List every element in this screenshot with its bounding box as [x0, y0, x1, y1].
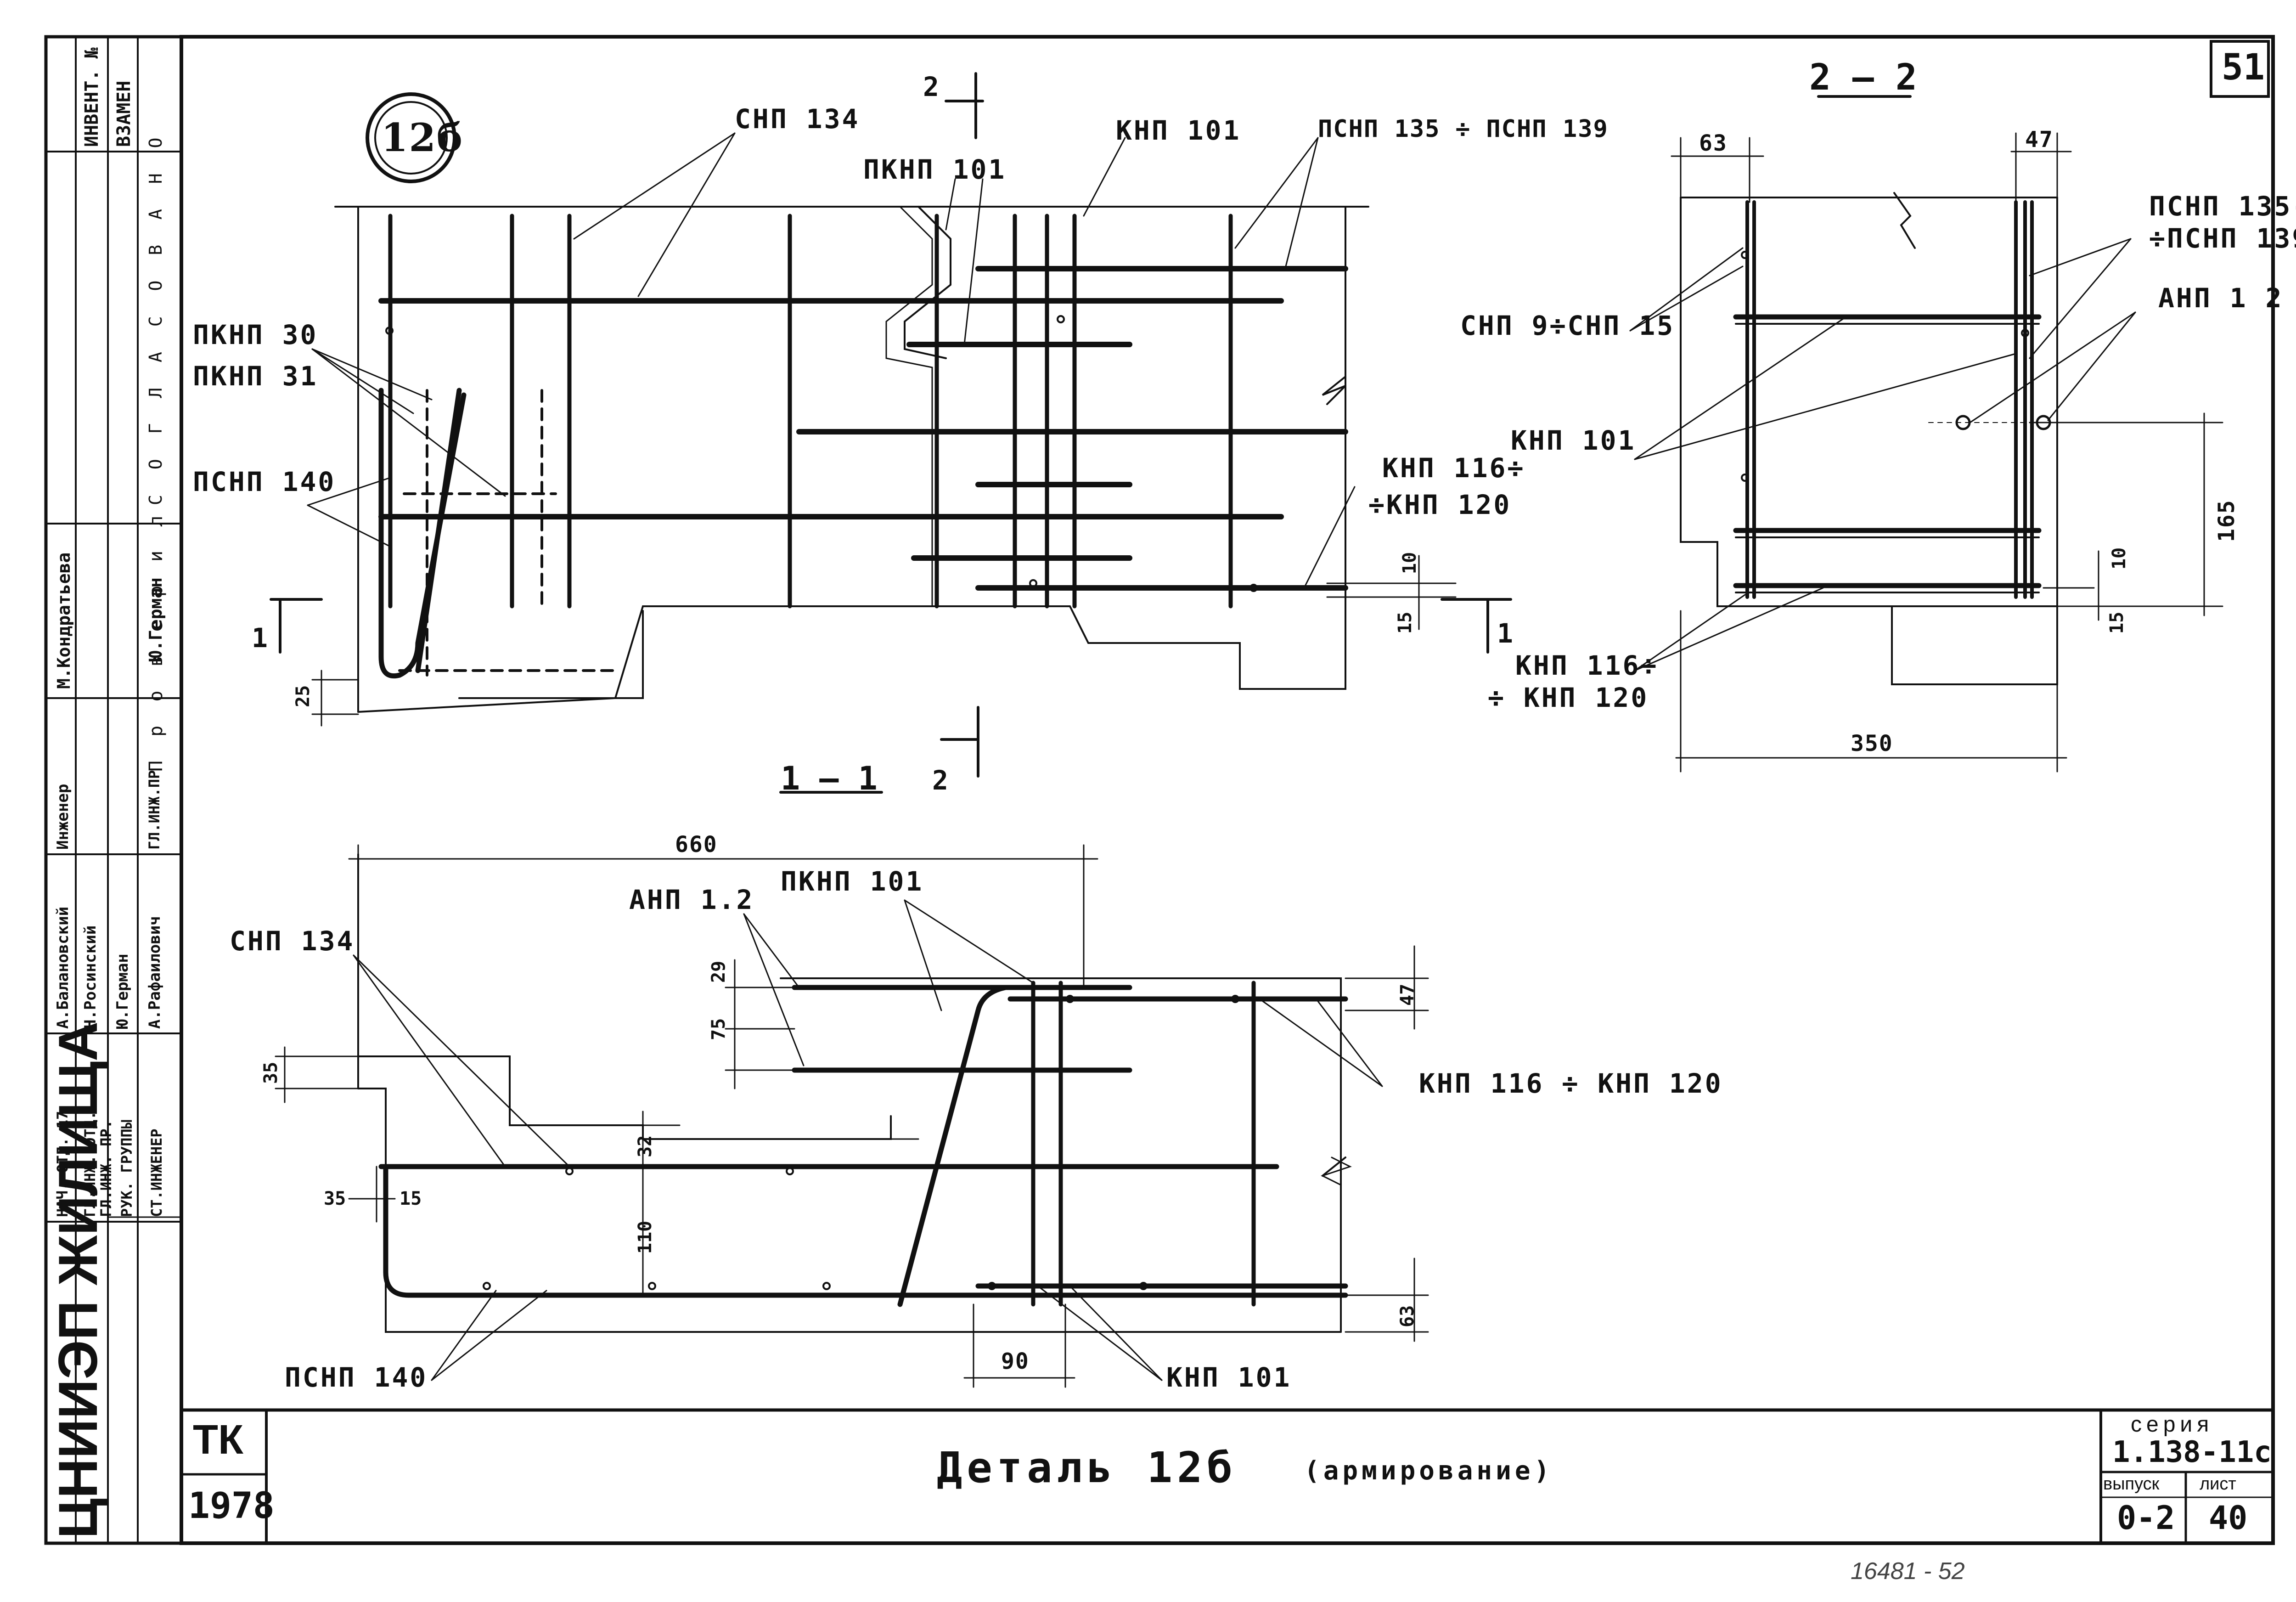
dim-s11-110: 110 [635, 1220, 656, 1254]
cut-mark-1-left: 1 [252, 622, 270, 654]
dim-s11-660: 660 [675, 832, 718, 857]
org-abbr: ТК [193, 1417, 243, 1463]
drawing-title: Деталь 12б [937, 1443, 1237, 1492]
label-s22-anp12: АНП 1 2 [2158, 282, 2284, 314]
side-role-4: РУК. ГРУППЫ [118, 1120, 135, 1217]
dim-s11-32: 32 [635, 1135, 656, 1157]
label-knp116-a: КНП 116÷ [1382, 452, 1525, 484]
dim-s11-29: 29 [708, 960, 729, 983]
label-s11-psnp140: ПСНП 140 [285, 1362, 428, 1393]
sheet-label: лист [2200, 1474, 2236, 1494]
dim-s22-63: 63 [1699, 130, 1728, 156]
label-knp101-top: КНП 101 [1116, 115, 1241, 146]
label-s11-pknp101: ПКНП 101 [781, 866, 924, 897]
label-pknp101-top: ПКНП 101 [863, 154, 1007, 185]
dim-s22-47: 47 [2025, 127, 2054, 152]
side-inv-label: ИНВЕНТ. № [81, 47, 102, 147]
sheet-number: 51 [2222, 47, 2265, 88]
dim-s22-165: 165 [2214, 499, 2240, 542]
dim-s22-350: 350 [1851, 731, 1893, 756]
series-value: 1.138-11с [2112, 1435, 2272, 1469]
label-s22-knp116-a: КНП 116÷ [1515, 650, 1659, 681]
drawing-year: 1978 [188, 1485, 275, 1527]
side-name-2: Н.Росинский [81, 925, 100, 1029]
dim-s22-15: 15 [2106, 611, 2127, 634]
side-role-1: НАЧ. ОТД. 17 [54, 1111, 71, 1217]
drawing-subtitle: (армирование) [1304, 1456, 1553, 1486]
side-kondratieva: М.Кондратьева [54, 552, 74, 689]
label-pknp31: ПКНП 31 [193, 361, 318, 392]
side-chief-eng: ГЛ.ИНЖ.ПР [146, 770, 163, 850]
dim-elev-10: 10 [1399, 552, 1420, 574]
section-2-2-view [1629, 95, 2223, 773]
section-1-1-view [275, 791, 1429, 1388]
dim-elev-15: 15 [1395, 611, 1416, 634]
dim-s11-75: 75 [708, 1018, 729, 1040]
label-s11-knp101: КНП 101 [1166, 1362, 1292, 1393]
sheet-value: 40 [2209, 1499, 2248, 1537]
label-s22-psnp135-b: ÷ПСНП 139 [2149, 223, 2296, 254]
dim-s11-35b: 35 [324, 1188, 346, 1209]
dim-s22-10: 10 [2109, 547, 2130, 570]
dim-s11-15: 15 [400, 1188, 422, 1209]
side-stamp-frame [44, 35, 183, 1545]
label-s11-knp116-120: КНП 116 ÷ КНП 120 [1419, 1068, 1723, 1099]
series-label: серия [2131, 1412, 2214, 1437]
side-name-3: Ю.Герман [113, 953, 132, 1029]
label-knp116-b: ÷КНП 120 [1368, 489, 1512, 520]
dim-s11-63: 63 [1397, 1305, 1418, 1327]
section-1-1-title: 1 — 1 [781, 760, 878, 797]
side-role-3: ГЛ.ИНЖ. ПР. [97, 1120, 115, 1217]
elevation-view [270, 72, 1512, 778]
sheet-frame [180, 35, 2275, 1545]
dim-s11-90: 90 [1001, 1348, 1030, 1374]
cut-mark-1-right: 1 [1497, 618, 1515, 649]
section-2-2-title: 2 — 2 [1809, 57, 1917, 98]
side-agreed: С О Г Л А С О В А Н О [146, 130, 166, 505]
org-name-vertical: ЦНИИЭП ЖИЛИЩА [47, 1021, 109, 1539]
cut-mark-2-top: 2 [923, 71, 941, 102]
side-role-5: СТ.ИНЖЕНЕР [148, 1128, 165, 1217]
issue-label: выпуск [2103, 1474, 2160, 1494]
label-pknp30: ПКНП 30 [193, 319, 318, 350]
label-s22-knp101: КНП 101 [1511, 425, 1636, 456]
label-s22-knp116-b: ÷ КНП 120 [1488, 682, 1649, 713]
label-s22-psnp135-a: ПСНП 135- [2149, 191, 2296, 222]
side-role-2: ГЛ.ИНЖ. ОТД. [81, 1111, 99, 1217]
dim-elev-25: 25 [293, 685, 314, 707]
label-s11-snp134: СНП 134 [230, 925, 355, 957]
dim-s11-35a: 35 [260, 1061, 281, 1084]
label-s11-anp12: АНП 1.2 [629, 884, 754, 915]
detail-marker-label: 12б [381, 115, 463, 160]
bottom-stamp: 16481 - 52 [1851, 1558, 1965, 1585]
label-psnp135-139-top: ПСНП 135 ÷ ПСНП 139 [1318, 115, 1609, 143]
label-s22-snp9-15: СНП 9÷СНП 15 [1460, 310, 1675, 341]
issue-value: 0-2 [2117, 1499, 2175, 1537]
side-replace-label: ВЗАМЕН [113, 80, 135, 147]
label-psnp140-left: ПСНП 140 [193, 466, 336, 497]
side-position-engineer: Инженер [54, 784, 72, 850]
detail-marker-outer [366, 92, 456, 183]
side-german-1: Ю.Герман [146, 577, 166, 661]
side-name-5: А.Рафаилович [146, 916, 164, 1029]
cut-mark-2-bottom: 2 [932, 765, 950, 796]
dim-s11-47: 47 [1397, 983, 1418, 1006]
detail-marker-inner [374, 101, 448, 175]
label-snp134-top: СНП 134 [735, 103, 860, 135]
side-name-1: А.Балановский [54, 906, 72, 1029]
